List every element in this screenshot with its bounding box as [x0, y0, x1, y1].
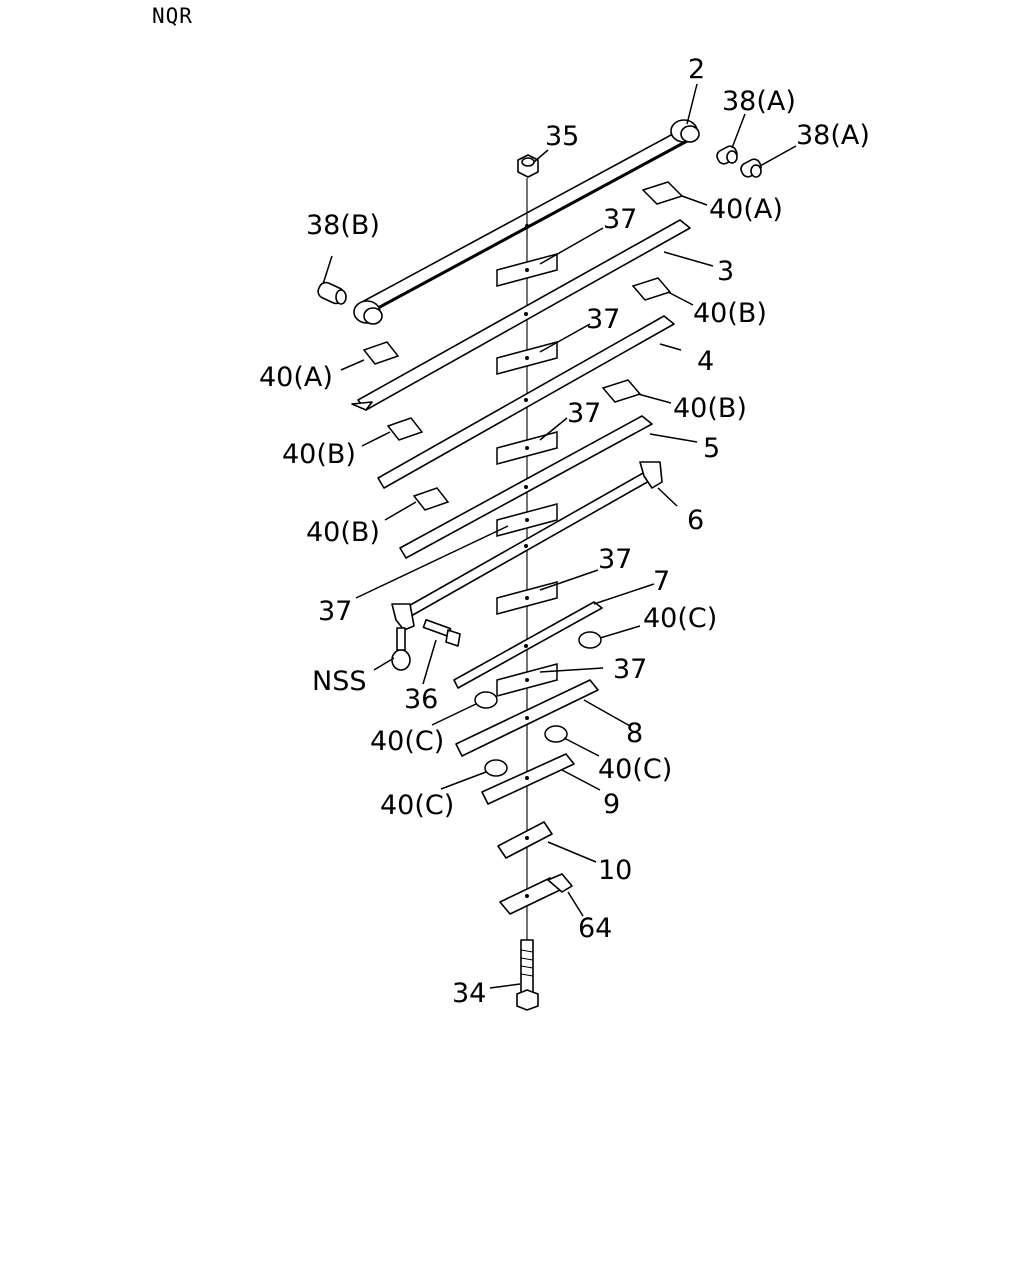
callout-37-3: 37	[567, 398, 601, 429]
model-code-label: NQR	[152, 4, 193, 28]
leaf-part-3	[351, 219, 691, 411]
callout-40c-1: 40(C)	[643, 603, 717, 634]
callout-40c-4: 40(C)	[380, 790, 454, 821]
plate-part-8	[455, 679, 599, 757]
callout-64: 64	[578, 913, 612, 944]
callout-40b-4: 40(B)	[306, 517, 380, 548]
bushing-38a-lower	[740, 158, 762, 178]
bushing-38b	[317, 281, 347, 305]
bracket-part-64	[499, 873, 573, 915]
callout-40b-2: 40(B)	[673, 393, 747, 424]
callout-2: 2	[688, 54, 705, 85]
pads-40	[362, 181, 684, 777]
leaf-part-6	[391, 461, 663, 631]
callout-38a-1: 38(A)	[722, 86, 796, 117]
callout-40c-3: 40(C)	[598, 754, 672, 785]
callout-37-2: 37	[586, 304, 620, 335]
callout-36: 36	[404, 684, 438, 715]
callout-8: 8	[626, 718, 643, 749]
leaf-part-5	[399, 415, 653, 559]
callout-38a-2: 38(A)	[796, 120, 870, 151]
clip-bolt-nss	[391, 627, 411, 671]
center-bolt-part-34	[516, 939, 539, 1011]
callout-40a-1: 40(A)	[709, 194, 783, 225]
callout-40b-3: 40(B)	[282, 439, 356, 470]
callout-37-5: 37	[598, 544, 632, 575]
leaf-part-4	[377, 315, 675, 489]
callout-40a-2: 40(A)	[259, 362, 333, 393]
plate-part-9	[481, 753, 575, 805]
clip-screw-part-36	[422, 618, 461, 647]
main-leaf-part-2	[353, 119, 700, 325]
callout-5: 5	[703, 433, 720, 464]
callout-40b-1: 40(B)	[693, 298, 767, 329]
callout-35: 35	[545, 121, 579, 152]
callout-3: 3	[717, 256, 734, 287]
callout-4: 4	[697, 346, 714, 377]
callout-nss: NSS	[312, 666, 366, 697]
callout-6: 6	[687, 505, 704, 536]
callout-37-4: 37	[318, 596, 352, 627]
nut-part-35	[517, 154, 539, 178]
callout-37-1: 37	[603, 204, 637, 235]
callout-38b: 38(B)	[306, 210, 380, 241]
callout-9: 9	[603, 789, 620, 820]
leaf-part-7	[453, 601, 603, 689]
callout-34: 34	[452, 978, 486, 1009]
callout-7: 7	[653, 566, 670, 597]
callout-10: 10	[598, 855, 632, 886]
callout-labels: 2 35 38(A) 38(A) 40(A) 38(B) 37 3 40(B) …	[259, 54, 870, 1009]
callout-37-6: 37	[613, 654, 647, 685]
bushing-38a-upper	[716, 145, 738, 165]
leader-lines	[322, 83, 797, 989]
plate-part-10	[497, 821, 553, 859]
callout-40c-2: 40(C)	[370, 726, 444, 757]
